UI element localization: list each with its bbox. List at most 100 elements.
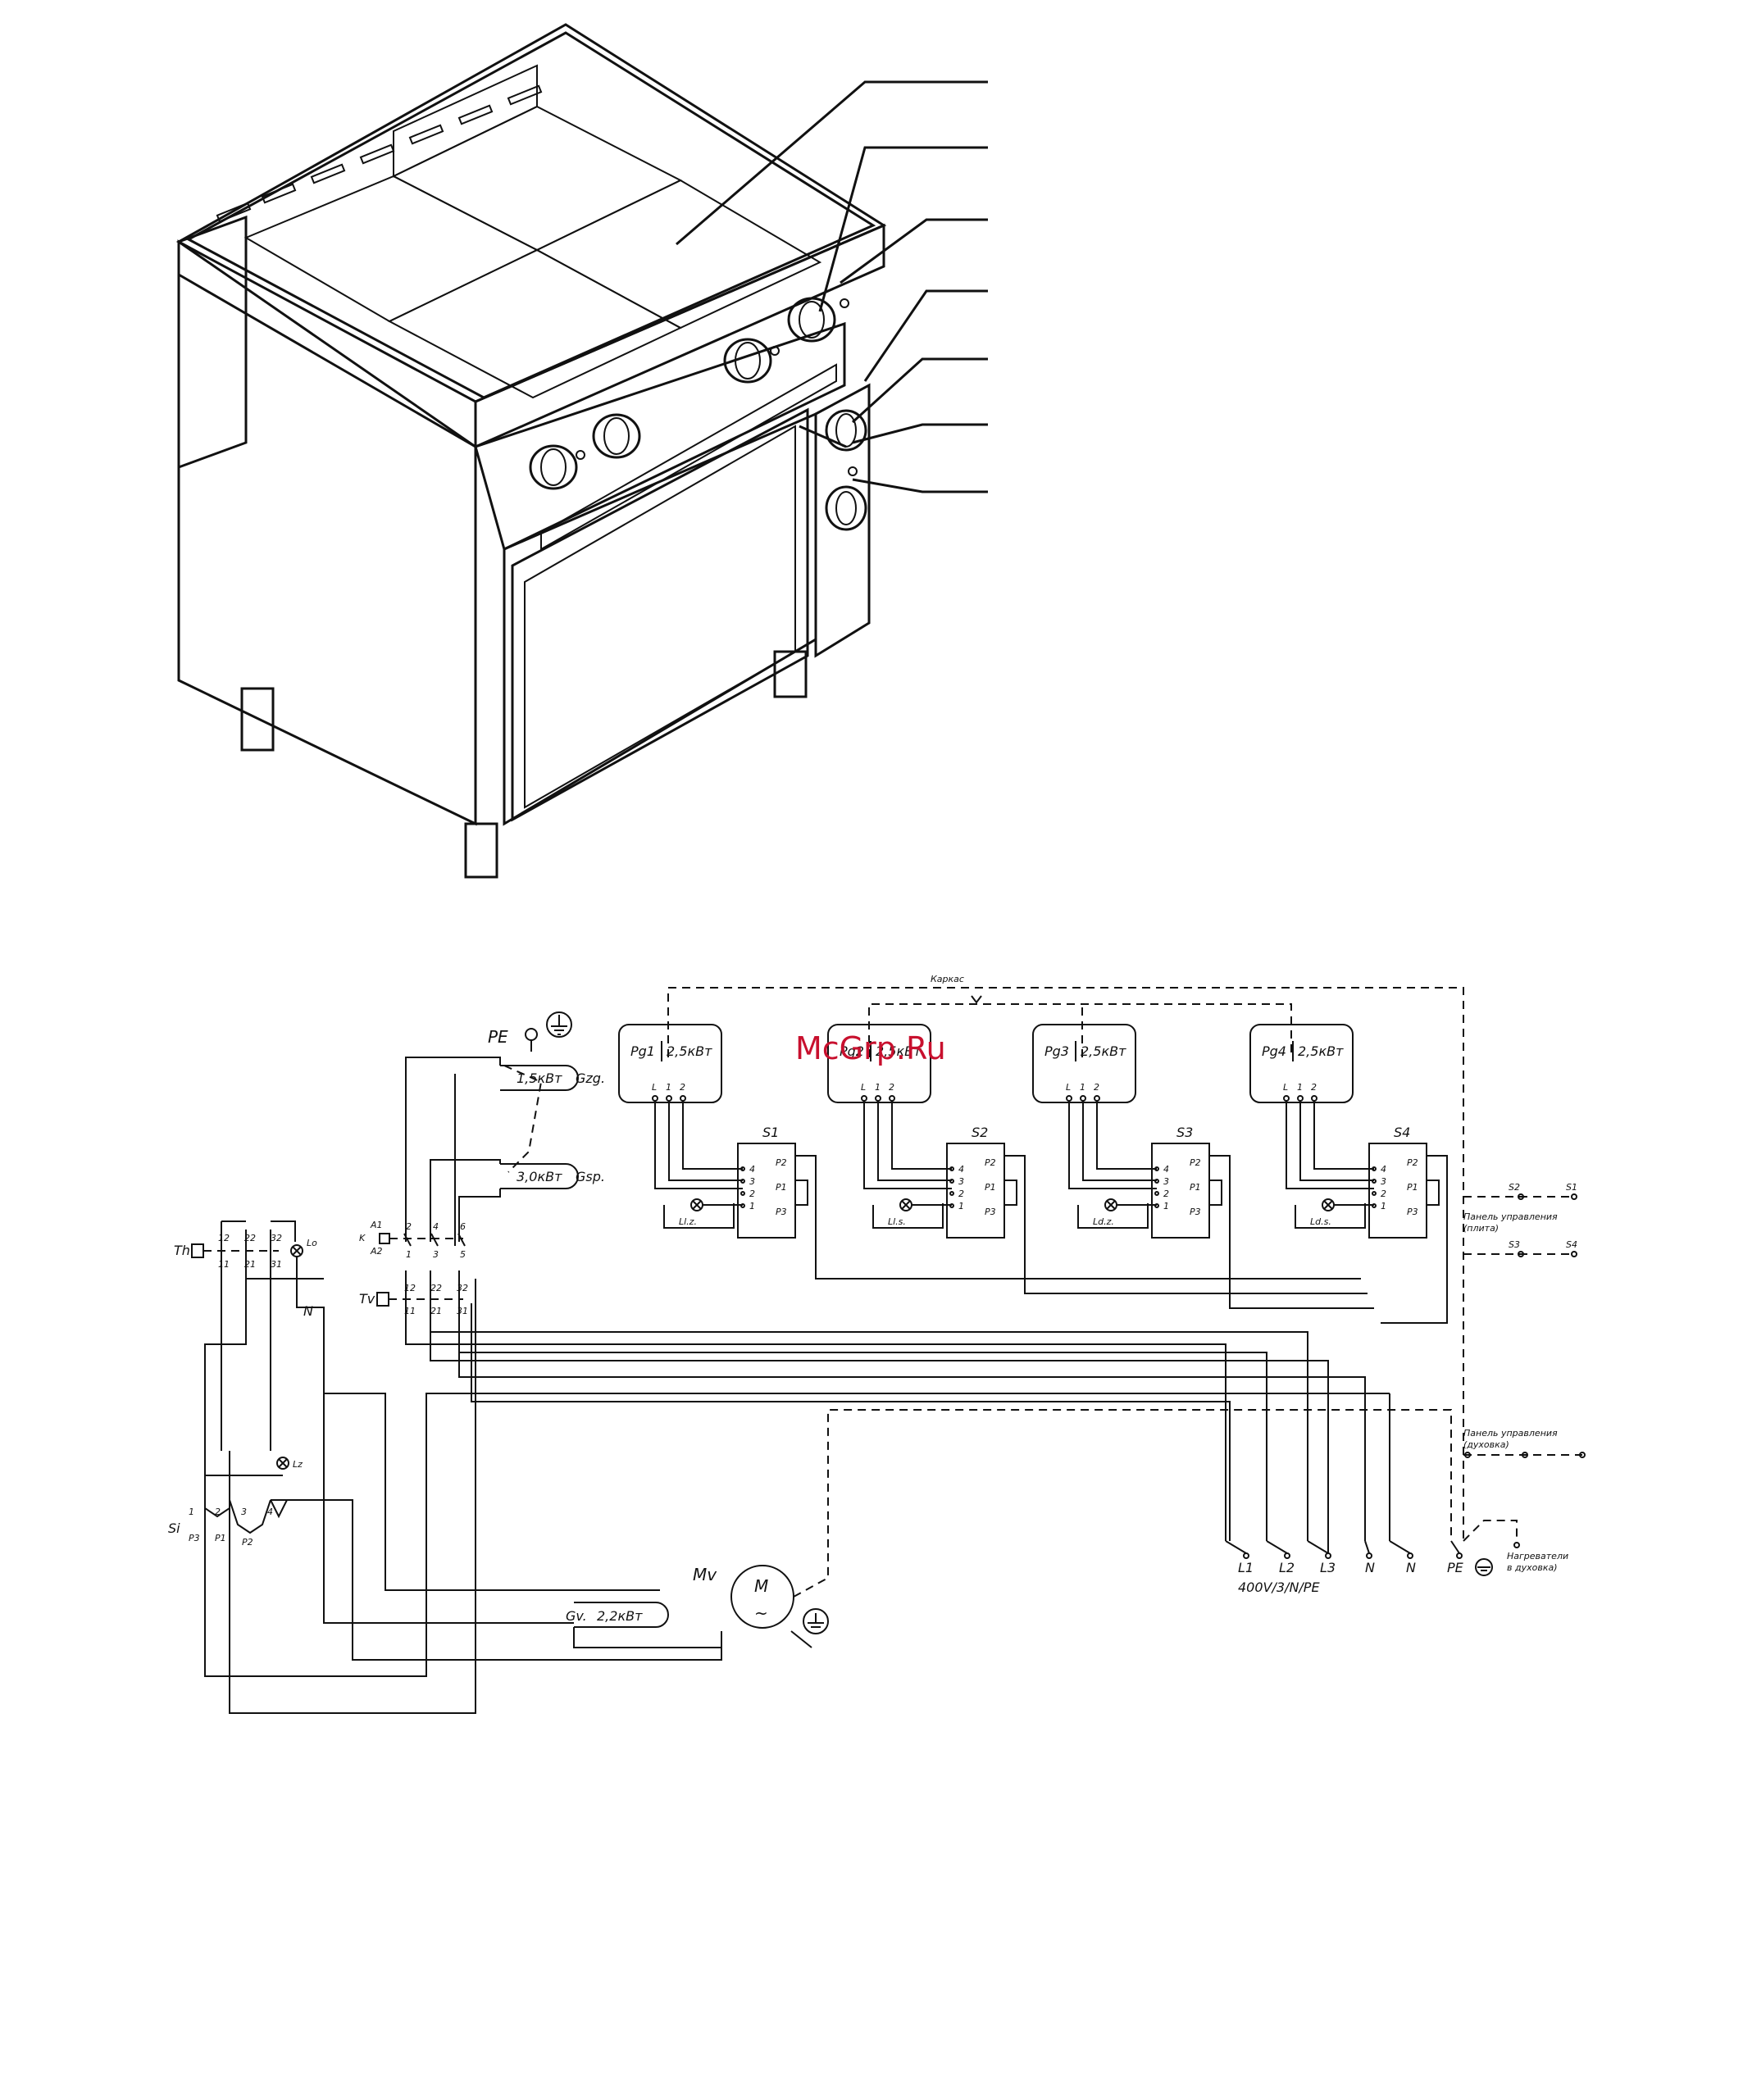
plate-terminal-label: 2 [680,1082,685,1093]
panel-s4: S4 [1566,1239,1577,1250]
switch-terminal: 1 [749,1201,755,1211]
p1-label: P1 [215,1533,226,1543]
switch-label: S2 [972,1125,988,1140]
plate-terminal-label: 2 [1311,1082,1317,1093]
switch-p-terminal: P2 [1407,1157,1418,1168]
switch-label: S3 [1176,1125,1193,1140]
si-terminal: 1 [189,1507,194,1517]
knob-1 [529,444,578,490]
mv-label: Mv [693,1565,717,1584]
switch-terminal: 3 [1381,1176,1386,1187]
th-contact-bottom: 31 [271,1259,282,1270]
th-contact-top: 32 [271,1233,282,1243]
panel-s2: S2 [1509,1182,1520,1193]
panel-duhovka-1: Панель управления [1463,1428,1558,1439]
plate-terminal-label: 1 [1080,1082,1085,1093]
plate-terminal-label: 2 [1094,1082,1099,1093]
switch-label: S4 [1394,1125,1410,1140]
switch-box [946,1143,1005,1239]
supply-terminals: L1 L2 L3 N N PE 400V/3/N/PE [1225,1540,1493,1595]
term-l3: L3 [1320,1560,1336,1575]
panel-duhovka-2: (духовка) [1463,1439,1509,1450]
switch-terminal: 1 [1163,1201,1169,1211]
tv-contact-top: 22 [430,1283,442,1293]
plate-switches: S14321P2P1P3Ll.z.S24321P2P1P3Ll.s.S34321… [654,1101,1448,1324]
term-l1: L1 [1238,1560,1254,1575]
plate-terminal-label: L [652,1082,657,1093]
p2-label: P2 [242,1537,253,1548]
leader-lines [676,80,988,493]
heater-gsp: 3,0кВт Gsp. [500,1163,605,1189]
fan-motor-mv: Mv M ~ [693,1409,1452,1634]
th-contact-bottom: 11 [218,1259,230,1270]
switch-box [737,1143,796,1239]
k-label: K [359,1233,366,1243]
k-contact-top: 6 [460,1221,466,1232]
switch-terminal: 3 [1163,1176,1169,1187]
switch-terminal: 2 [749,1189,755,1199]
knob-2 [592,413,641,459]
motor-m: M [754,1576,768,1596]
lo-label: Lo [307,1238,317,1248]
control-panel-duhovka: Панель управления (духовка) [1463,1428,1586,1458]
term-n2: N [1406,1560,1416,1575]
switch-terminal: 4 [1381,1164,1386,1175]
motor-tilde: ~ [754,1603,768,1623]
gzg-label: Gzg. [576,1070,605,1086]
panel-plita-2: (плита) [1463,1223,1499,1234]
switch-terminal: 1 [958,1201,964,1211]
chassis-ground-frame: Каркас [667,974,1464,1541]
plate-terminal-label: 1 [1297,1082,1303,1093]
lamp-label: Ll.s. [888,1216,906,1227]
switch-p-terminal: P2 [776,1157,787,1168]
si-terminal: 4 [267,1507,273,1517]
knob-6 [825,485,867,531]
plate-id: Pg3 [1044,1043,1069,1059]
plate-power: 2,5кВт [1081,1043,1126,1059]
switch-p-terminal: P2 [1190,1157,1201,1168]
si-label: Si [168,1520,180,1536]
plate-terminal-label: L [1283,1082,1288,1093]
switch-terminal: 2 [1163,1189,1169,1199]
term-pe: PE [1447,1560,1464,1575]
si-terminal: 3 [241,1507,247,1517]
heaters-1: Нагреватели [1507,1551,1568,1561]
knob-3 [723,338,772,384]
control-panel-plita: Панель управления (плита) S2 S1 S3 S4 [1463,1182,1577,1257]
gsp-power: 3,0кВт [517,1169,562,1184]
switch-terminal: 4 [1163,1164,1169,1175]
tv-contact-top: 12 [404,1283,416,1293]
term-l2: L2 [1279,1560,1295,1575]
pe-top-label: PE [488,1027,508,1047]
knob-4 [787,297,836,343]
plate-power: 2,5кВт [876,1043,922,1059]
switch-label: S1 [762,1125,779,1140]
panel-s3: S3 [1509,1239,1520,1250]
switch-p-terminal: P1 [1407,1182,1418,1193]
gv-label: Gv. [566,1608,587,1624]
plate-box [1249,1024,1354,1103]
leg-left-rear [240,687,275,752]
n-mid-label: N [303,1303,313,1319]
plate-terminal-label: 1 [875,1082,881,1093]
switch-p-terminal: P3 [776,1207,787,1217]
stove-illustration [175,23,988,879]
switch-terminal: 1 [1381,1201,1386,1211]
lamp-label: Ld.s. [1310,1216,1331,1227]
plate-id: Pg4 [1262,1043,1286,1059]
tv-label: Tv [359,1291,375,1307]
lamp-lo: Lo [290,1238,317,1257]
switch-box [1368,1143,1427,1239]
supply-rating: 400V/3/N/PE [1238,1580,1320,1595]
switch-terminal: 2 [1381,1189,1386,1199]
lz-label: Lz [293,1459,303,1470]
